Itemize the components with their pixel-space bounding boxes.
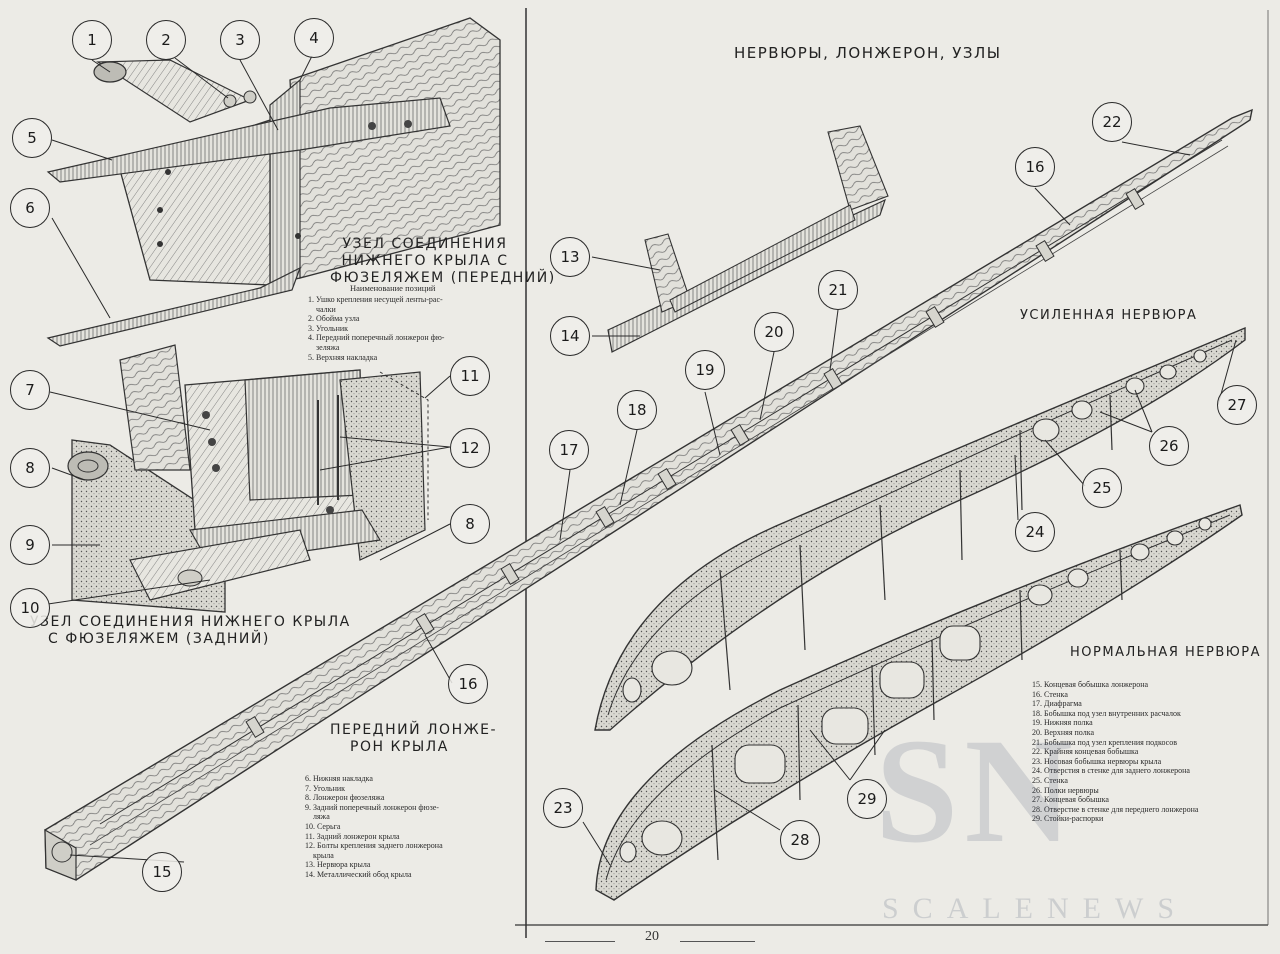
callout-20: 20 [754, 312, 794, 352]
legend-item: чалки [316, 304, 336, 314]
legend-item: 23. Носовая бобышка нервюры крыла [1032, 756, 1162, 766]
legend-item: 13. Нервюра крыла [305, 860, 371, 870]
legend-item: 14. Металлический обод крыла [305, 869, 412, 879]
legend-item: 28. Отверстие в стенке для переднего лон… [1032, 804, 1199, 814]
callout-16-rib: 16 [1015, 147, 1055, 187]
callout-18: 18 [617, 390, 657, 430]
legend-item: 10. Серьга [305, 821, 341, 831]
normal-rib-caption: НОРМАЛЬНАЯ НЕРВЮРА [1070, 645, 1261, 660]
legend-item: 15. Концевая бобышка лонжерона [1032, 680, 1149, 689]
legend-item: 4. Передний поперечный лонжерон фю- [308, 333, 445, 343]
footer-rule-right [680, 941, 755, 942]
legend-item: 6. Нижняя накладка [305, 774, 373, 783]
legend-item: 24. Отверстия в стенке для заднего лонже… [1032, 766, 1190, 776]
callout-19: 19 [685, 350, 725, 390]
callout-23: 23 [543, 788, 583, 828]
legend-item: 12. Болты крепления заднего лонжерона [305, 841, 443, 851]
rear-joint-drawing [67, 344, 429, 613]
rib-fragment-drawing [607, 125, 889, 353]
callout-17: 17 [549, 430, 589, 470]
callout-15: 15 [142, 852, 182, 892]
callout-2: 2 [146, 20, 186, 60]
rear-joint-caption: УЗЕЛ СОЕДИНЕНИЯ НИЖНЕГО КРЫЛА С ФЮЗЕЛЯЖЕ… [30, 614, 360, 648]
caption-line: НИЖНЕГО КРЫЛА С [341, 253, 509, 269]
legend-item: 18. Бобышка под узел внутренних расчалок [1032, 708, 1181, 718]
callout-14: 14 [550, 316, 590, 356]
front-joint-legend-heading: Наименование позиций [350, 283, 436, 293]
legend-item: крыла [313, 850, 334, 860]
callout-11: 11 [450, 356, 490, 396]
callout-7: 7 [10, 370, 50, 410]
legend-item: 26. Полки нервюры [1032, 785, 1099, 795]
callout-8-lower: 8 [450, 504, 490, 544]
rear-joint-legend: 6. Нижняя накладка 7. Угольник 8. Лонжер… [305, 774, 443, 880]
page-number: 20 [645, 929, 659, 944]
caption-line: ФЮЗЕЛЯЖЕМ (ПЕРЕДНИЙ) [330, 270, 556, 286]
callout-12: 12 [450, 428, 490, 468]
legend-item: 25. Стенка [1032, 775, 1068, 785]
front-joint-legend: 1. Ушко крепления несущей ленты-рас- чал… [308, 295, 444, 362]
normal-rib-drawing [595, 504, 1243, 901]
legend-item: 21. Бобышка под узел крепления подкосов [1032, 737, 1177, 747]
legend-item: 17. Диафрагма [1032, 699, 1082, 709]
legend-item: 11. Задний лонжерон крыла [305, 831, 400, 841]
callout-3: 3 [220, 20, 260, 60]
watermark-text: SCALENEWS [882, 892, 1188, 925]
legend-item: 1. Ушко крепления несущей ленты-рас- [308, 295, 443, 304]
callout-21: 21 [818, 270, 858, 310]
callout-10: 10 [10, 588, 50, 628]
callout-16-spar: 16 [448, 664, 488, 704]
caption-line: ПЕРЕДНИЙ ЛОНЖЕ- [330, 722, 498, 738]
legend-item: 2. Обойма узла [308, 314, 360, 324]
callout-29: 29 [847, 779, 887, 819]
callout-5: 5 [12, 118, 52, 158]
callout-13: 13 [550, 237, 590, 277]
callout-28: 28 [780, 820, 820, 860]
callout-9: 9 [10, 525, 50, 565]
callout-25: 25 [1082, 468, 1122, 508]
front-spar-caption: ПЕРЕДНИЙ ЛОНЖЕ- РОН КРЫЛА [330, 722, 500, 756]
footer-rule-left [545, 941, 615, 942]
legend-item: 27. Концевая бобышка [1032, 795, 1109, 805]
callout-24: 24 [1015, 512, 1055, 552]
caption-line: УЗЕЛ СОЕДИНЕНИЯ НИЖНЕГО КРЫЛА [30, 614, 351, 630]
callout-8: 8 [10, 448, 50, 488]
legend-item: зеляжа [316, 342, 340, 352]
caption-line: С ФЮЗЕЛЯЖЕМ (ЗАДНИЙ) [48, 631, 270, 647]
legend-item: 19. Нижняя полка [1032, 718, 1093, 728]
legend-item: 9. Задний поперечный лонжерон фюзе- [305, 802, 439, 812]
legend-item: ляжа [313, 812, 330, 822]
page-footer: 20 [545, 929, 755, 949]
legend-item: 22. Крайняя концевая бобышка [1032, 747, 1139, 757]
reinforced-rib-caption: УСИЛЕННАЯ НЕРВЮРА [1020, 308, 1198, 323]
legend-item: 7. Угольник [305, 783, 346, 793]
callout-6: 6 [10, 188, 50, 228]
legend-item: 20. Верхняя полка [1032, 727, 1095, 737]
ribs-legend: 15. Концевая бобышка лонжерона 16. Стенк… [1032, 680, 1198, 824]
front-joint-drawing [46, 17, 501, 347]
front-joint-caption: УЗЕЛ СОЕДИНЕНИЯ НИЖНЕГО КРЫЛА С ФЮЗЕЛЯЖЕ… [330, 236, 556, 287]
legend-item: 3. Угольник [308, 323, 349, 333]
caption-line: РОН КРЫЛА [350, 739, 449, 755]
page-title: НЕРВЮРЫ, ЛОНЖЕРОН, УЗЛЫ [734, 44, 1002, 62]
callout-4: 4 [294, 18, 334, 58]
watermark-logo: SN [875, 708, 1079, 874]
caption-line: УЗЕЛ СОЕДИНЕНИЯ [342, 236, 508, 252]
legend-item: 29. Стойки-распорки [1032, 814, 1104, 824]
callout-27: 27 [1217, 385, 1257, 425]
legend-item: 16. Стенка [1032, 689, 1068, 699]
front-spar-drawing [44, 108, 1253, 881]
leader-lines [47, 55, 1237, 866]
legend-item: 5. Верхняя накладка [308, 352, 378, 362]
legend-item: 8. Лонжерон фюзеляжа [305, 793, 385, 803]
callout-26: 26 [1149, 426, 1189, 466]
callout-22: 22 [1092, 102, 1132, 142]
callout-1: 1 [72, 20, 112, 60]
